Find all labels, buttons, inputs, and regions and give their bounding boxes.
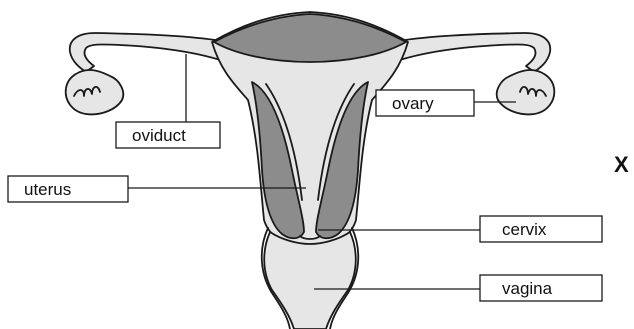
label-vagina-text: vagina: [502, 279, 553, 298]
label-vagina: vagina: [480, 275, 602, 301]
label-ovary: ovary: [376, 90, 474, 116]
right-fimbriae: [497, 70, 555, 114]
label-cervix-text: cervix: [502, 220, 547, 239]
label-oviduct-text: oviduct: [132, 126, 186, 145]
right-oviduct: [388, 33, 550, 72]
vagina-shape: [264, 232, 356, 329]
left-oviduct: [70, 33, 232, 72]
marker-x: X: [614, 152, 629, 177]
label-uterus: uterus: [8, 176, 128, 202]
label-oviduct: oviduct: [116, 122, 220, 148]
left-fimbriae: [66, 70, 124, 114]
label-cervix: cervix: [480, 216, 602, 242]
label-ovary-text: ovary: [392, 94, 434, 113]
label-uterus-text: uterus: [24, 180, 71, 199]
cervix-vagina: [262, 228, 359, 329]
uterus-body: [212, 12, 408, 246]
